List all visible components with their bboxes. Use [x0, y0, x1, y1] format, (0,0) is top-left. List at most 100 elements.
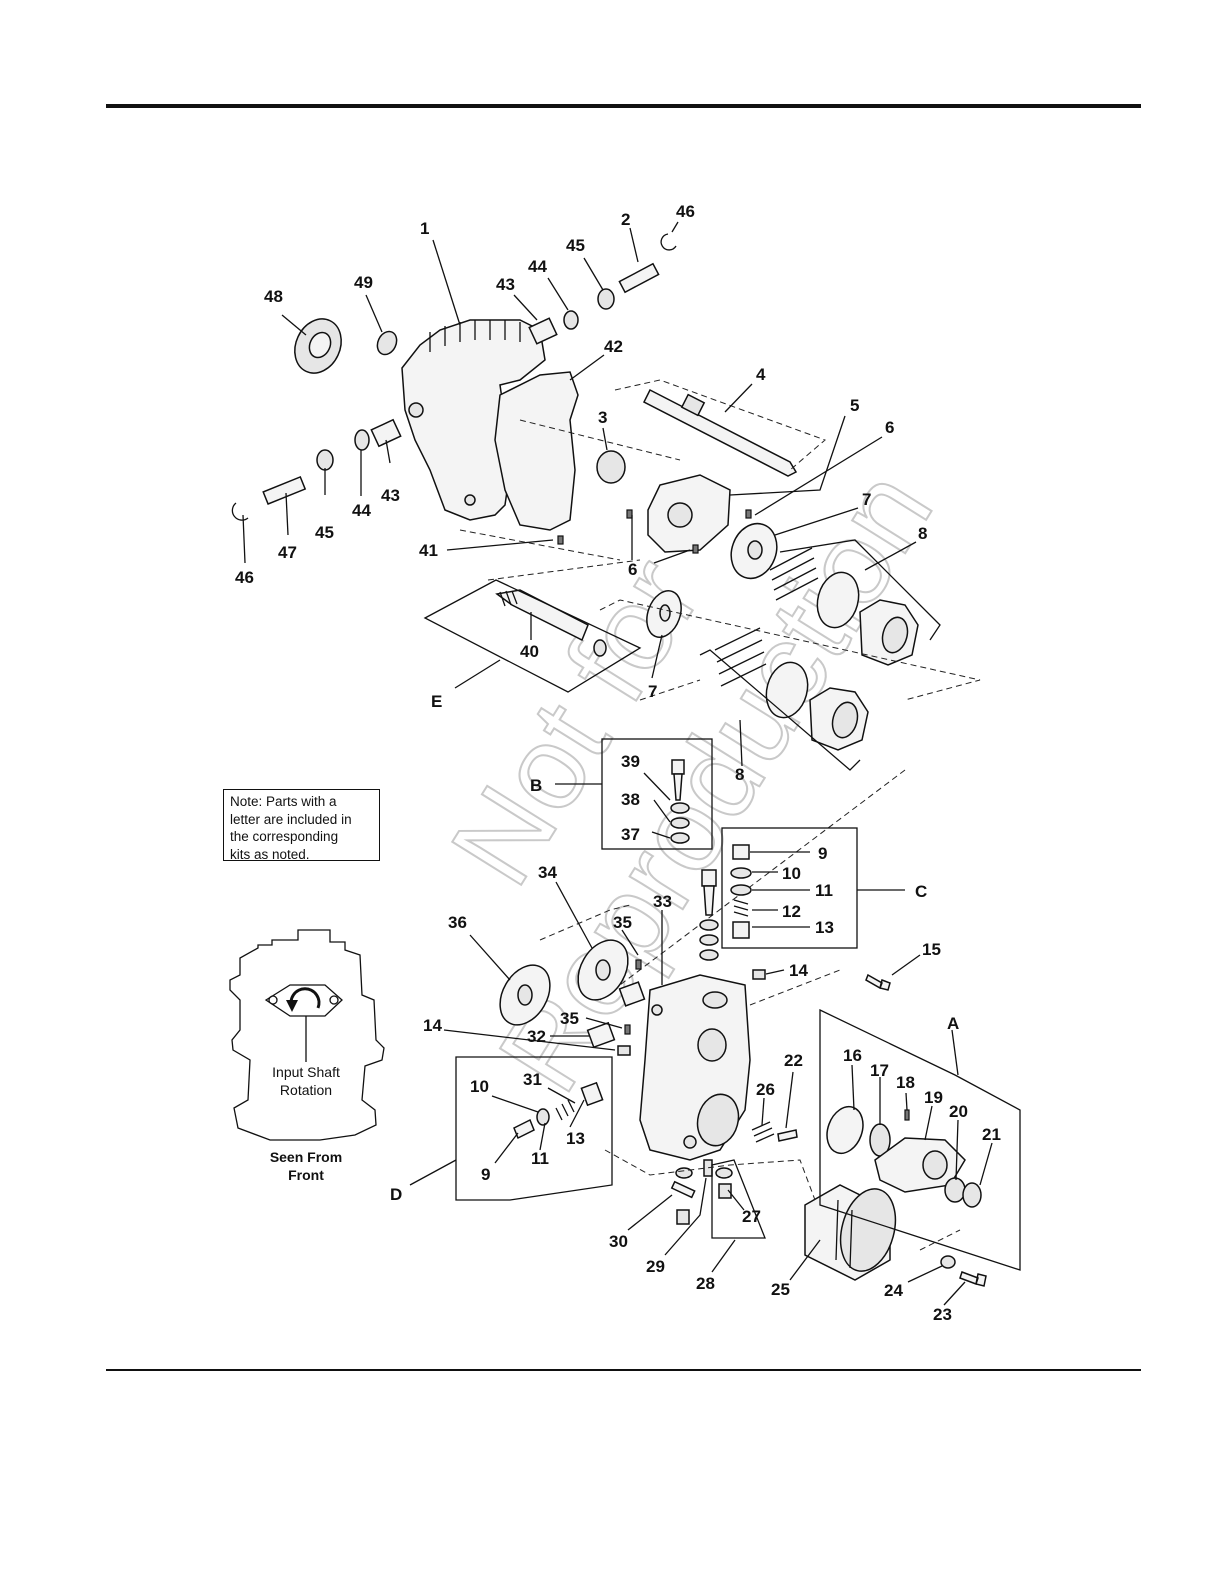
filter-part — [804, 1184, 897, 1281]
callout-12: 12 — [782, 902, 801, 921]
callout-7: 7 — [862, 490, 871, 509]
callout-6-lower: 6 — [628, 560, 637, 579]
callout-11-lower: 11 — [531, 1149, 549, 1168]
bearing-part — [586, 1021, 616, 1049]
callout-7-lower: 7 — [648, 682, 657, 701]
callout-38: 38 — [621, 790, 640, 809]
top-rule — [106, 104, 1141, 108]
kit-note-line: the corresponding — [230, 829, 339, 844]
rotation-caption-2: Rotation — [280, 1082, 332, 1098]
charge-relief-part — [513, 1081, 604, 1140]
bolt-part — [865, 973, 891, 991]
gasket-part — [494, 371, 579, 531]
valve-plate-part — [577, 939, 629, 1001]
kit-note-line: kits as noted. — [230, 846, 310, 862]
center-section-part — [639, 974, 751, 1161]
callout-22: 22 — [784, 1051, 803, 1070]
callout-8: 8 — [918, 524, 927, 543]
callout-45-lower: 45 — [315, 523, 334, 542]
swash-block-bore — [667, 502, 693, 528]
callout-c: C — [915, 882, 927, 901]
callout-33: 33 — [653, 892, 672, 911]
callout-5: 5 — [850, 396, 859, 415]
callout-44-lower: 44 — [352, 501, 371, 520]
washer-part — [715, 1167, 733, 1179]
kit-e-box — [423, 579, 642, 693]
clip-part — [660, 233, 677, 251]
shaft-part — [642, 388, 798, 477]
thrust-plate-part — [646, 590, 682, 638]
callout-43-lower: 43 — [381, 486, 400, 505]
kit-note-line: Note: Parts with a — [230, 794, 337, 809]
adapter-part — [826, 1105, 982, 1208]
kit-28-box — [711, 1159, 766, 1239]
callout-2: 2 — [621, 210, 630, 229]
callout-29: 29 — [646, 1257, 665, 1276]
spring-part — [751, 1121, 775, 1143]
callout-39: 39 — [621, 752, 640, 771]
bearing-part — [596, 450, 626, 484]
callout-26: 26 — [756, 1080, 775, 1099]
plug-part — [718, 1183, 732, 1199]
bushing-part — [528, 317, 558, 345]
callout-35: 35 — [613, 913, 632, 932]
kit-8-box — [779, 539, 941, 641]
callouts: 1 2 46 45 44 43 48 49 42 4 3 5 6 7 8 44 … — [235, 202, 1001, 1324]
relief-valve-part — [670, 759, 690, 844]
fitting-part — [703, 1159, 713, 1177]
callout-10-lower: 10 — [470, 1077, 489, 1096]
callout-42: 42 — [604, 337, 623, 356]
callout-1: 1 — [420, 219, 429, 238]
kit-b-box — [601, 738, 713, 850]
callout-41: 41 — [419, 541, 438, 560]
callout-31: 31 — [523, 1070, 542, 1089]
callout-14-lower: 14 — [423, 1016, 442, 1035]
callout-b: B — [530, 776, 542, 795]
bearing-part — [618, 981, 646, 1007]
callout-35-lower: 35 — [560, 1009, 579, 1028]
callout-13: 13 — [815, 918, 834, 937]
callout-18: 18 — [896, 1073, 915, 1092]
callout-9: 9 — [818, 844, 827, 863]
kit-c-box — [721, 827, 858, 949]
callout-44: 44 — [528, 257, 547, 276]
callout-25: 25 — [771, 1280, 790, 1299]
callout-46: 46 — [676, 202, 695, 221]
bearing-part — [294, 318, 342, 374]
callout-23: 23 — [933, 1305, 952, 1324]
callout-28: 28 — [696, 1274, 715, 1293]
assembly-line — [459, 379, 981, 701]
callout-6: 6 — [885, 418, 894, 437]
pin-part — [618, 262, 660, 294]
valve-stack-part — [699, 869, 719, 961]
bolt-part — [670, 1180, 696, 1199]
callout-45: 45 — [566, 236, 585, 255]
washer-part — [354, 429, 370, 451]
callout-32: 32 — [527, 1027, 546, 1046]
callout-14: 14 — [789, 961, 808, 980]
rotation-diagram: Input Shaft Rotation Seen From Front — [229, 929, 385, 1183]
callout-21: 21 — [982, 1125, 1001, 1144]
callout-15: 15 — [922, 940, 941, 959]
pin-part — [624, 1024, 631, 1035]
washer-part — [316, 449, 334, 471]
pin-part — [635, 959, 642, 970]
callout-16: 16 — [843, 1046, 862, 1065]
callout-36: 36 — [448, 913, 467, 932]
callout-24: 24 — [884, 1281, 903, 1300]
bottom-rule — [106, 1369, 1141, 1371]
pin-part — [557, 535, 564, 545]
callout-27: 27 — [742, 1207, 761, 1226]
washer-part — [675, 1167, 693, 1179]
bushing-part — [370, 418, 402, 448]
plug-part — [752, 969, 766, 980]
callout-19: 19 — [924, 1088, 943, 1107]
callout-4: 4 — [756, 365, 766, 384]
washer-part — [940, 1255, 956, 1269]
pin-part — [626, 509, 633, 519]
washer-part — [597, 288, 615, 310]
kit-a-box — [819, 1008, 1021, 1271]
callout-11: 11 — [815, 881, 833, 900]
callout-10: 10 — [782, 864, 801, 883]
